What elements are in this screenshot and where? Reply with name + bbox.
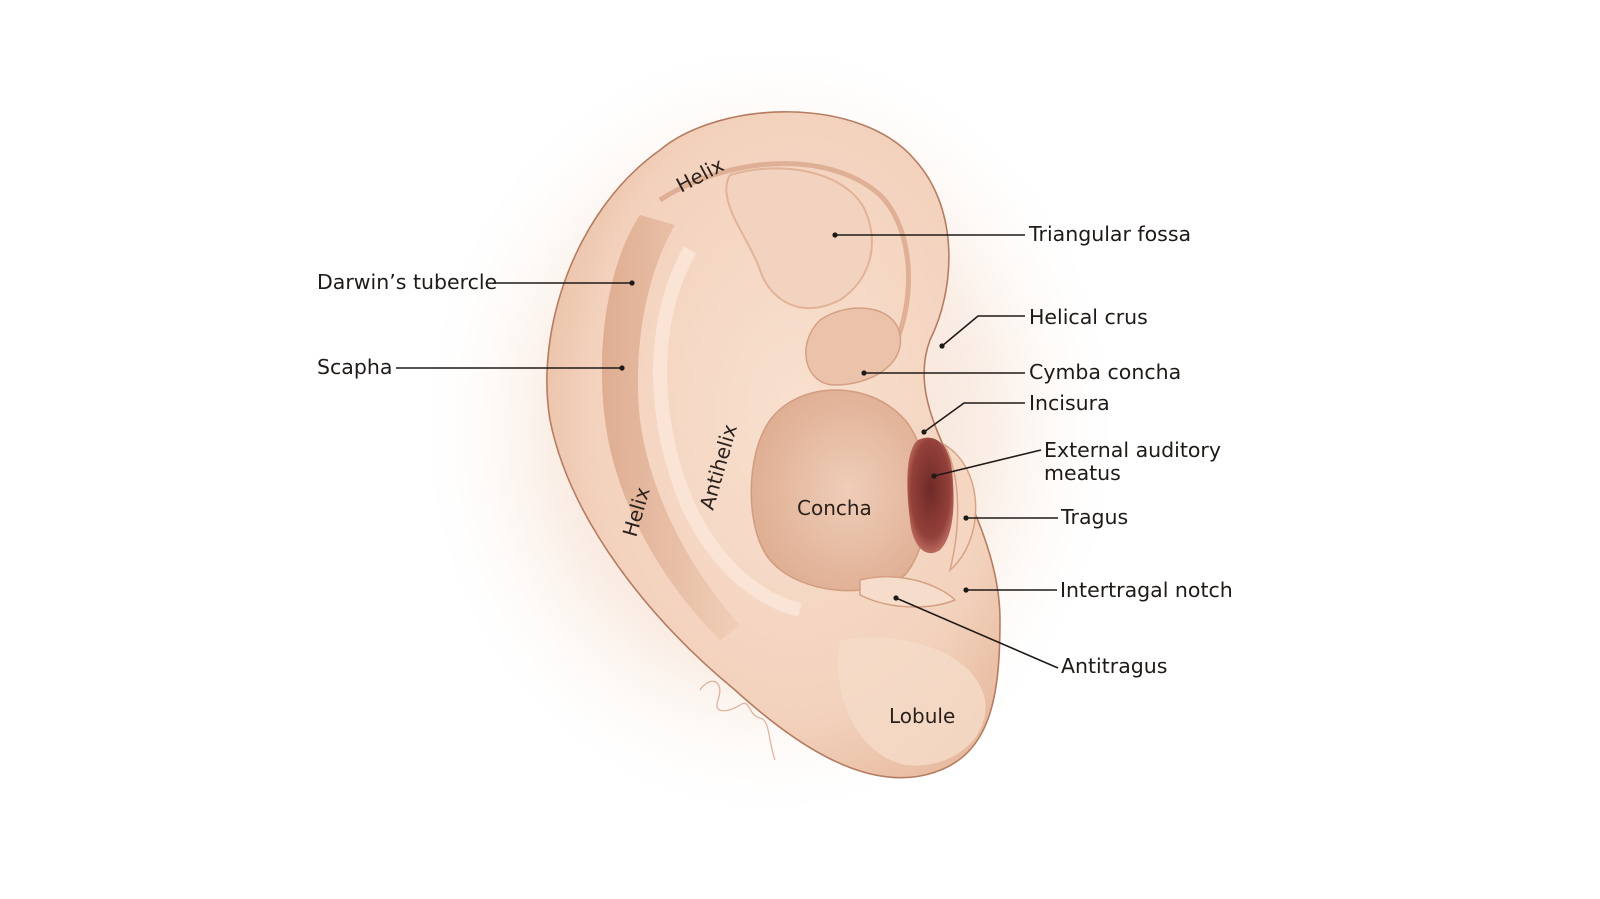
- scapha-groove: [601, 215, 740, 640]
- label-darwins-tubercle: Darwin’s tubercle: [317, 270, 497, 294]
- dot-incisura: [921, 429, 927, 435]
- leader-incisura: [923, 402, 1025, 433]
- label-scapha: Scapha: [317, 355, 392, 379]
- label-external-auditory-meatus-line1: External auditory: [1044, 438, 1221, 462]
- dot-antitragus: [893, 595, 899, 601]
- dot-tragus: [963, 515, 969, 521]
- triangular-fossa-shape: [725, 167, 873, 310]
- leader-antitragus: [895, 597, 1059, 669]
- label-tragus: Tragus: [1060, 505, 1128, 529]
- dot-cymba-concha: [861, 370, 867, 376]
- lobule-shape: [838, 637, 986, 766]
- antitragus-shape: [859, 576, 957, 608]
- cymba-concha-shape: [805, 307, 902, 386]
- label-external-auditory-meatus-line2: meatus: [1044, 461, 1121, 485]
- external-auditory-meatus-shape: [907, 437, 954, 554]
- helix-inner-edge: [658, 161, 911, 347]
- label-lobule: Lobule: [889, 704, 955, 728]
- leader-external-auditory-meatus: [933, 449, 1042, 477]
- leader-lines: [396, 232, 1059, 669]
- dot-helical-crus: [939, 343, 945, 349]
- label-triangular-fossa: Triangular fossa: [1028, 222, 1191, 246]
- external-labels: Triangular fossa Darwin’s tubercle Helic…: [317, 222, 1233, 678]
- concha-shape: [750, 389, 929, 592]
- label-helical-crus: Helical crus: [1029, 305, 1148, 329]
- antihelix-ridge: [653, 246, 802, 617]
- dot-scapha: [619, 365, 625, 371]
- artist-signature: [699, 680, 776, 761]
- dot-intertragal-notch: [963, 587, 969, 593]
- dot-triangular-fossa: [832, 232, 838, 238]
- dot-external-auditory-meatus: [931, 473, 937, 479]
- dot-darwins-tubercle: [629, 280, 635, 286]
- leader-helical-crus: [941, 315, 1025, 347]
- tragus-shape: [943, 442, 977, 573]
- label-intertragal-notch: Intertragal notch: [1060, 578, 1233, 602]
- label-cymba-concha: Cymba concha: [1029, 360, 1181, 384]
- label-incisura: Incisura: [1029, 391, 1110, 415]
- label-concha: Concha: [797, 496, 872, 520]
- label-antitragus: Antitragus: [1061, 654, 1167, 678]
